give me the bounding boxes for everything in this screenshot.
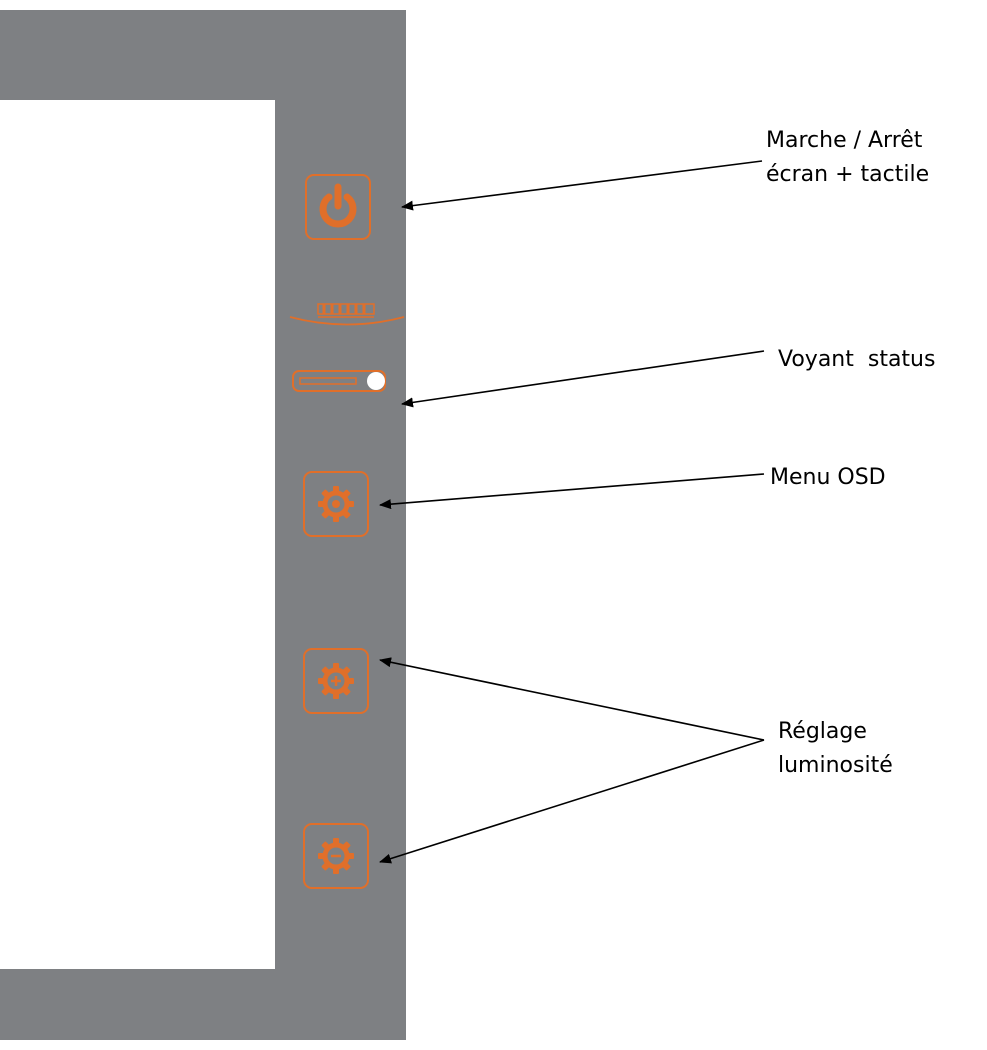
menu-osd-button[interactable] — [303, 471, 369, 537]
gear-plus-icon — [318, 663, 354, 699]
monitor-screen — [0, 100, 275, 969]
gear-minus-icon — [318, 838, 354, 874]
arrow-power — [401, 160, 763, 211]
label-menu: Menu OSD — [770, 461, 886, 495]
label-status-text: Voyant status — [778, 347, 936, 372]
label-brightness: Réglage luminosité — [778, 715, 893, 783]
label-menu-text: Menu OSD — [770, 465, 886, 490]
arrow-brightness-up — [379, 657, 765, 741]
label-power-line1: Marche / Arrêt — [766, 128, 923, 153]
arrow-status — [401, 350, 765, 408]
arrow-brightness-down — [379, 739, 765, 864]
power-button[interactable] — [305, 174, 371, 240]
arrow-menu — [379, 473, 765, 510]
status-led — [292, 370, 386, 392]
label-brightness-line1: Réglage — [778, 719, 867, 744]
brightness-up-button[interactable] — [303, 648, 369, 714]
power-icon — [319, 183, 357, 228]
label-status: Voyant status — [778, 343, 935, 377]
label-power-line2: écran + tactile — [766, 162, 930, 187]
label-brightness-line2: luminosité — [778, 753, 893, 778]
label-power: Marche / Arrêt écran + tactile — [766, 124, 929, 192]
brightness-down-button[interactable] — [303, 823, 369, 889]
gear-icon — [318, 486, 354, 522]
brand-logo — [289, 303, 405, 326]
